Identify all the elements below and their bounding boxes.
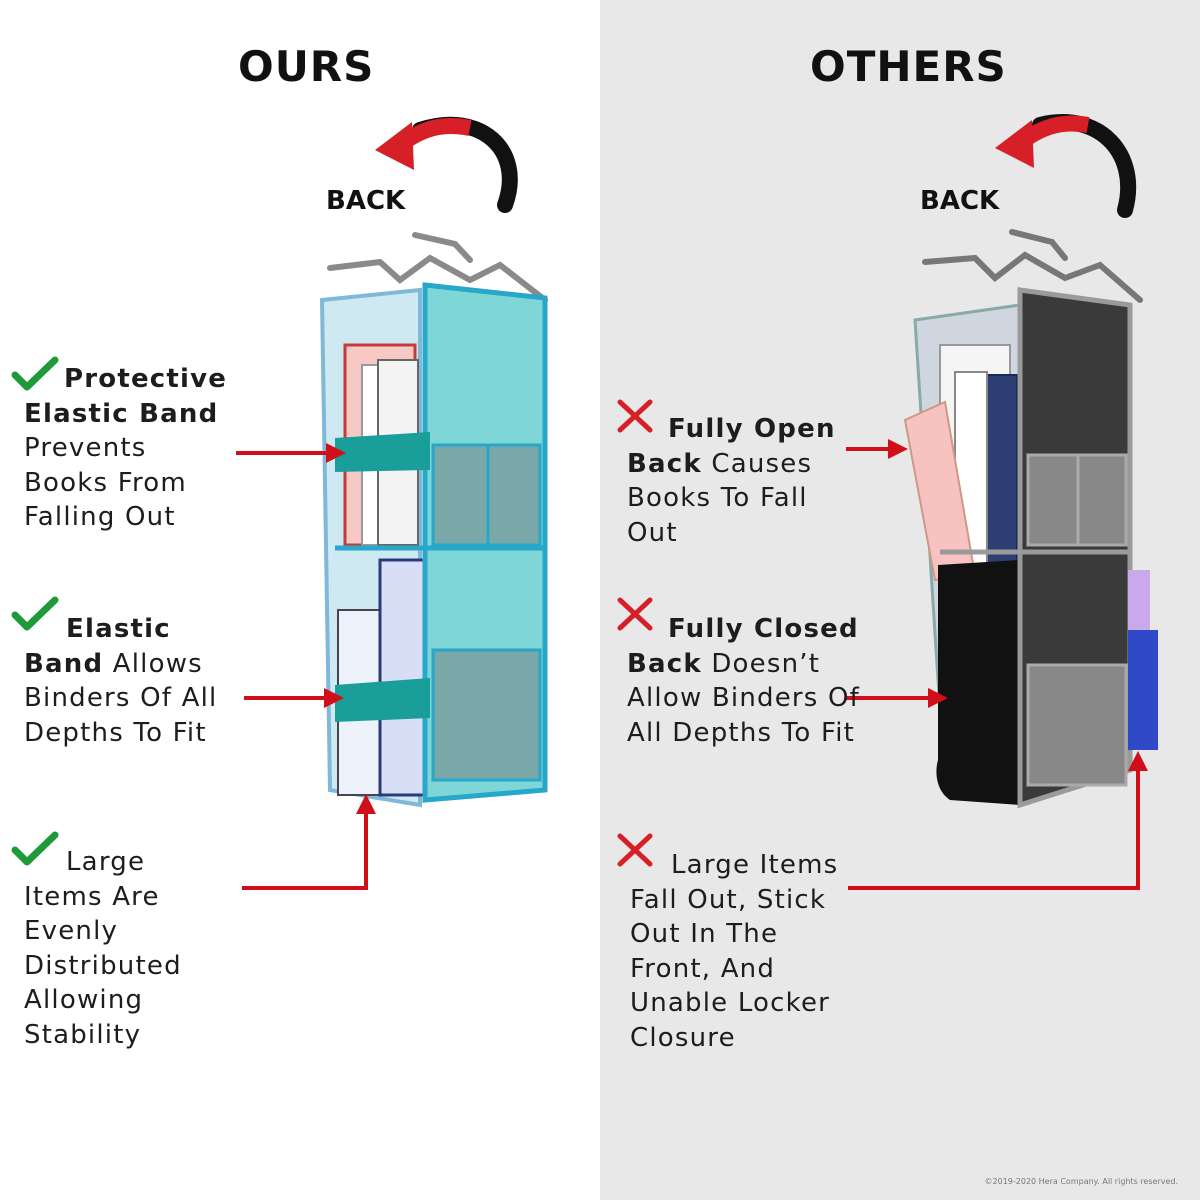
ours-feature-3: Large Items Are Evenly Distributed Allow… [24,845,194,1052]
x-icon [617,833,653,867]
check-icon [11,831,59,866]
copyright-text: ©2019-2020 Hera Company. All rights rese… [984,1177,1178,1186]
ours-feature-1: Protective Elastic Band Prevents Books F… [24,362,239,535]
ours-organizer-image [319,282,548,808]
others-feature-1-bold: Fully Open Back [627,414,836,479]
rotate-back-arrow-icon [375,116,518,213]
ours-pointer-arrows [236,443,376,890]
others-feature-3: Large Items Fall Out, Stick Out In The F… [630,848,855,1055]
ours-feature-2-bold: Elastic Band [24,614,171,679]
ours-feature-3-text: Large Items Are Evenly Distributed Allow… [24,847,182,1050]
hanger-icon [327,232,548,303]
others-feature-2: Fully Closed Back Doesn’t Allow Binders … [627,612,867,750]
ours-feature-2-text: Allows Binders Of All Depths To Fit [24,648,218,748]
x-icon [617,399,653,433]
others-feature-2-text: Doesn’t Allow Binders Of All Depths To F… [627,648,861,748]
others-back-label: BACK [920,186,1000,216]
others-heading: OTHERS [810,42,1007,91]
others-feature-3-text: Large Items Fall Out, Stick Out In The F… [630,850,839,1053]
ours-feature-1-text: Prevents Books From Falling Out [24,433,187,532]
others-feature-2-bold: Fully Closed Back [627,614,859,679]
ours-feature-2: Elastic Band Allows Binders Of All Depth… [24,612,239,750]
x-icon [617,597,653,631]
others-feature-1-text: Causes Books To Fall Out [627,448,813,548]
others-feature-1: Fully Open Back Causes Books To Fall Out [627,412,842,550]
ours-heading: OURS [238,42,375,91]
others-hanger-icon [922,229,1143,303]
others-organizer-image [903,287,1158,809]
check-icon [11,356,59,391]
others-rotate-back-arrow-icon [995,114,1137,218]
others-pointer-arrows [846,439,1148,890]
ours-feature-1-bold: Protective Elastic Band [24,364,228,429]
ours-back-label: BACK [326,186,406,216]
check-icon [11,596,59,631]
